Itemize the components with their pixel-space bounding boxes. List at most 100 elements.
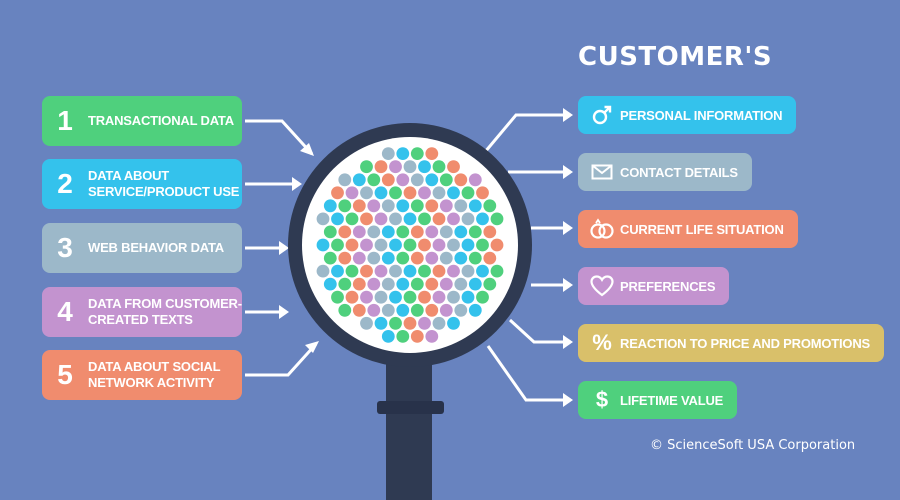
data-dot: [410, 173, 424, 187]
data-dot: [418, 186, 431, 200]
data-dot: [345, 264, 359, 278]
attribute-item-5: %REACTION TO PRICE AND PROMOTIONS: [578, 324, 885, 362]
arrow-connector-6: [483, 108, 573, 153]
data-dot: [461, 212, 475, 226]
data-dot: [360, 160, 373, 174]
data-dot: [374, 290, 388, 304]
data-dot: [381, 303, 395, 317]
data-dot: [468, 303, 482, 317]
arrow-connector-2: [245, 177, 302, 191]
data-dot: [338, 199, 352, 213]
data-dot: [396, 303, 410, 317]
data-dot: [454, 173, 468, 187]
diagram-title: CUSTOMER'S: [578, 42, 773, 72]
data-dot: [439, 173, 453, 187]
data-dot: [476, 238, 489, 252]
attribute-label: PREFERENCES: [620, 278, 716, 294]
data-dot: [418, 160, 431, 174]
data-dot: [454, 199, 468, 213]
data-dot: [374, 264, 388, 278]
data-dot: [352, 277, 366, 291]
data-dot: [425, 251, 439, 265]
source-label: DATA ABOUT SOCIAL NETWORK ACTIVITY: [88, 359, 221, 390]
data-dot: [396, 277, 410, 291]
data-dot: [461, 290, 475, 304]
male-symbol-icon: [584, 104, 620, 126]
data-dot: [352, 251, 366, 265]
data-dot: [439, 199, 453, 213]
data-dot: [483, 251, 497, 265]
heart-icon: [584, 275, 620, 297]
arrow-connector-5: [245, 341, 319, 377]
arrow-connector-7: [508, 165, 573, 179]
data-dot: [432, 238, 446, 252]
data-dot: [418, 238, 431, 252]
data-dot: [410, 330, 424, 343]
data-dot: [374, 160, 388, 174]
attribute-label: PERSONAL INFORMATION: [620, 107, 783, 123]
attribute-item-6: $LIFETIME VALUE: [578, 381, 738, 419]
data-dot: [352, 173, 366, 187]
data-dot: [338, 173, 352, 187]
data-dot: [410, 277, 424, 291]
data-dot: [396, 147, 410, 161]
source-number: 1: [57, 105, 73, 136]
magnifier-collar: [377, 401, 444, 414]
data-dot: [468, 199, 482, 213]
dollar-icon: $: [595, 387, 609, 412]
data-dot: [338, 251, 352, 265]
data-dot: [425, 199, 439, 213]
data-dot: [461, 264, 475, 278]
data-dot: [432, 160, 446, 174]
data-dot: [374, 316, 388, 330]
data-dot: [367, 199, 381, 213]
data-dot: [316, 212, 330, 226]
data-dot: [483, 277, 497, 291]
data-dot: [389, 264, 402, 278]
magnifier-handle: [386, 362, 432, 500]
data-dot: [454, 251, 468, 265]
data-dot: [331, 264, 344, 278]
data-dot: [338, 277, 352, 291]
data-dot: [360, 264, 373, 278]
attribute-item-4: PREFERENCES: [578, 267, 730, 305]
data-dot: [403, 238, 417, 252]
attribute-item-1: PERSONAL INFORMATION: [578, 96, 797, 134]
data-dot: [323, 225, 337, 239]
data-dot: [352, 225, 366, 239]
arrow-connector-8: [531, 221, 573, 235]
data-dot: [316, 238, 330, 252]
attribute-item-3: CURRENT LIFE SITUATION: [578, 210, 798, 248]
data-dot: [418, 290, 431, 304]
source-label: WEB BEHAVIOR DATA: [88, 240, 224, 255]
data-dot: [345, 238, 359, 252]
data-dot: [374, 186, 388, 200]
data-dot: [490, 264, 504, 278]
data-dot: [476, 290, 489, 304]
data-dot: [476, 264, 489, 278]
data-dot: [425, 147, 439, 161]
data-dot: [418, 264, 431, 278]
data-dot: [403, 186, 417, 200]
data-dot: [468, 225, 482, 239]
data-dot: [345, 212, 359, 226]
data-dot: [425, 173, 439, 187]
data-dot: [396, 225, 410, 239]
source-label: DATA FROM CUSTOMER- CREATED TEXTS: [88, 296, 242, 327]
data-dot: [345, 290, 359, 304]
data-dot: [418, 316, 431, 330]
data-dot: [468, 277, 482, 291]
data-dot: [381, 147, 395, 161]
arrow-connector-1: [245, 119, 314, 156]
arrow-connector-11: [486, 345, 573, 407]
envelope-icon: [584, 164, 620, 180]
data-dot: [490, 238, 504, 252]
data-dot: [396, 173, 410, 187]
data-dot: [323, 251, 337, 265]
data-dot: [461, 186, 475, 200]
data-dot: [323, 277, 337, 291]
data-dot: [476, 212, 489, 226]
data-dot: [447, 186, 460, 200]
